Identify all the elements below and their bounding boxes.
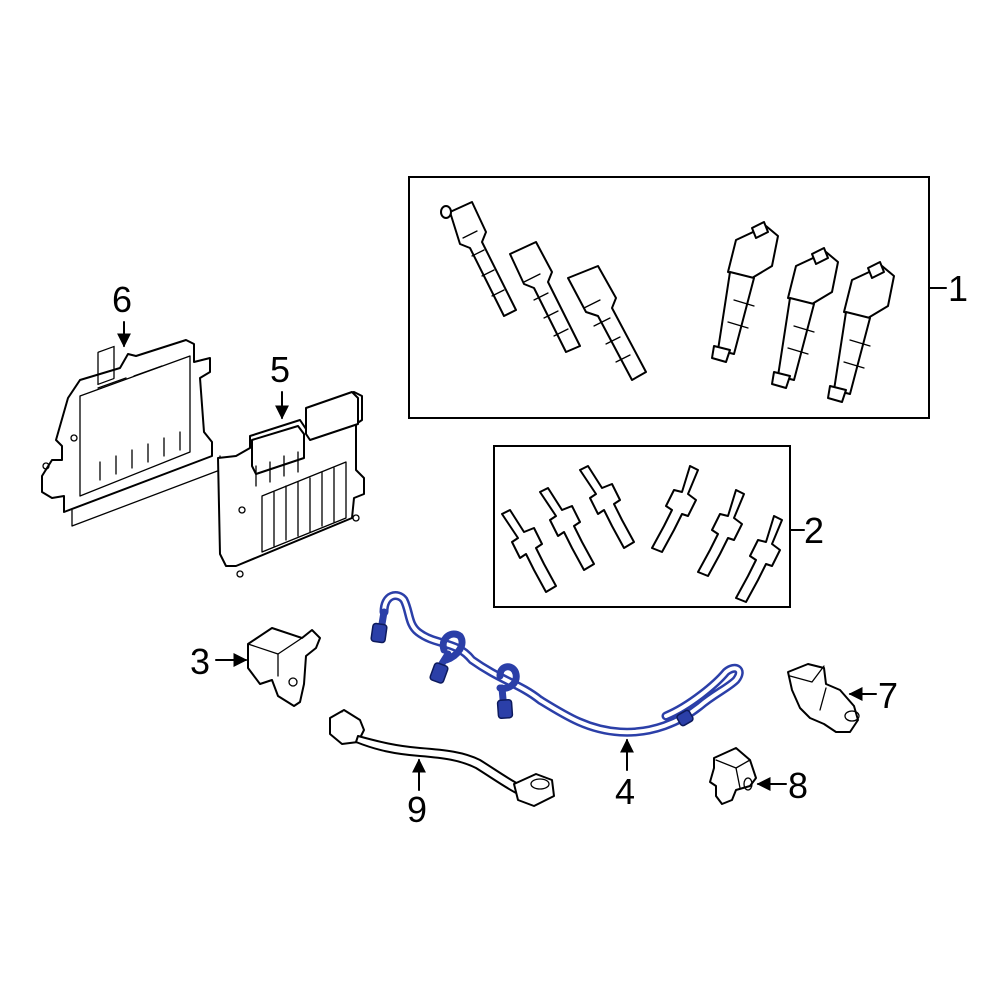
spark-plug-5	[697, 489, 745, 577]
spark-plug-1	[501, 509, 557, 593]
ignition-coil-pencil-1	[440, 201, 517, 317]
ignition-coil-box	[408, 176, 930, 419]
ecm-bracket[interactable]: 6	[41, 279, 221, 527]
ignition-coil-upright-1	[711, 221, 779, 363]
ignition-coil-group[interactable]: 1	[408, 176, 968, 419]
callout-7: 7	[878, 675, 898, 716]
callout-1: 1	[948, 268, 968, 309]
ignition-coil-pencil-2	[509, 241, 581, 353]
spark-plug-4	[651, 465, 699, 553]
spark-plug-6	[735, 515, 783, 603]
callout-6: 6	[112, 279, 132, 320]
ignition-coil-upright-3	[827, 261, 895, 403]
callout-3: 3	[190, 641, 210, 682]
camshaft-sensor[interactable]: 7	[787, 663, 898, 733]
callout-5: 5	[270, 349, 290, 390]
wiring-harness-branches	[376, 608, 520, 714]
knock-sensor[interactable]: 9	[329, 709, 555, 830]
sensor-module[interactable]: 3	[190, 627, 321, 707]
ignition-coil-upright-2	[771, 247, 839, 389]
spark-plug-2	[539, 487, 595, 571]
engine-control-module[interactable]: 5	[217, 349, 365, 578]
ignition-coil-pencil-3	[567, 265, 647, 381]
spark-plug-group[interactable]: 2	[493, 445, 824, 608]
wiring-harness[interactable]: 4	[370, 591, 744, 812]
callout-8: 8	[788, 765, 808, 806]
wiring-harness-connectors	[370, 622, 694, 727]
callout-2: 2	[804, 510, 824, 551]
spark-plug-box	[493, 445, 791, 608]
callout-9: 9	[407, 789, 427, 830]
callout-4: 4	[615, 771, 635, 812]
spark-plug-3	[579, 465, 635, 549]
crankshaft-sensor[interactable]: 8	[709, 747, 808, 806]
